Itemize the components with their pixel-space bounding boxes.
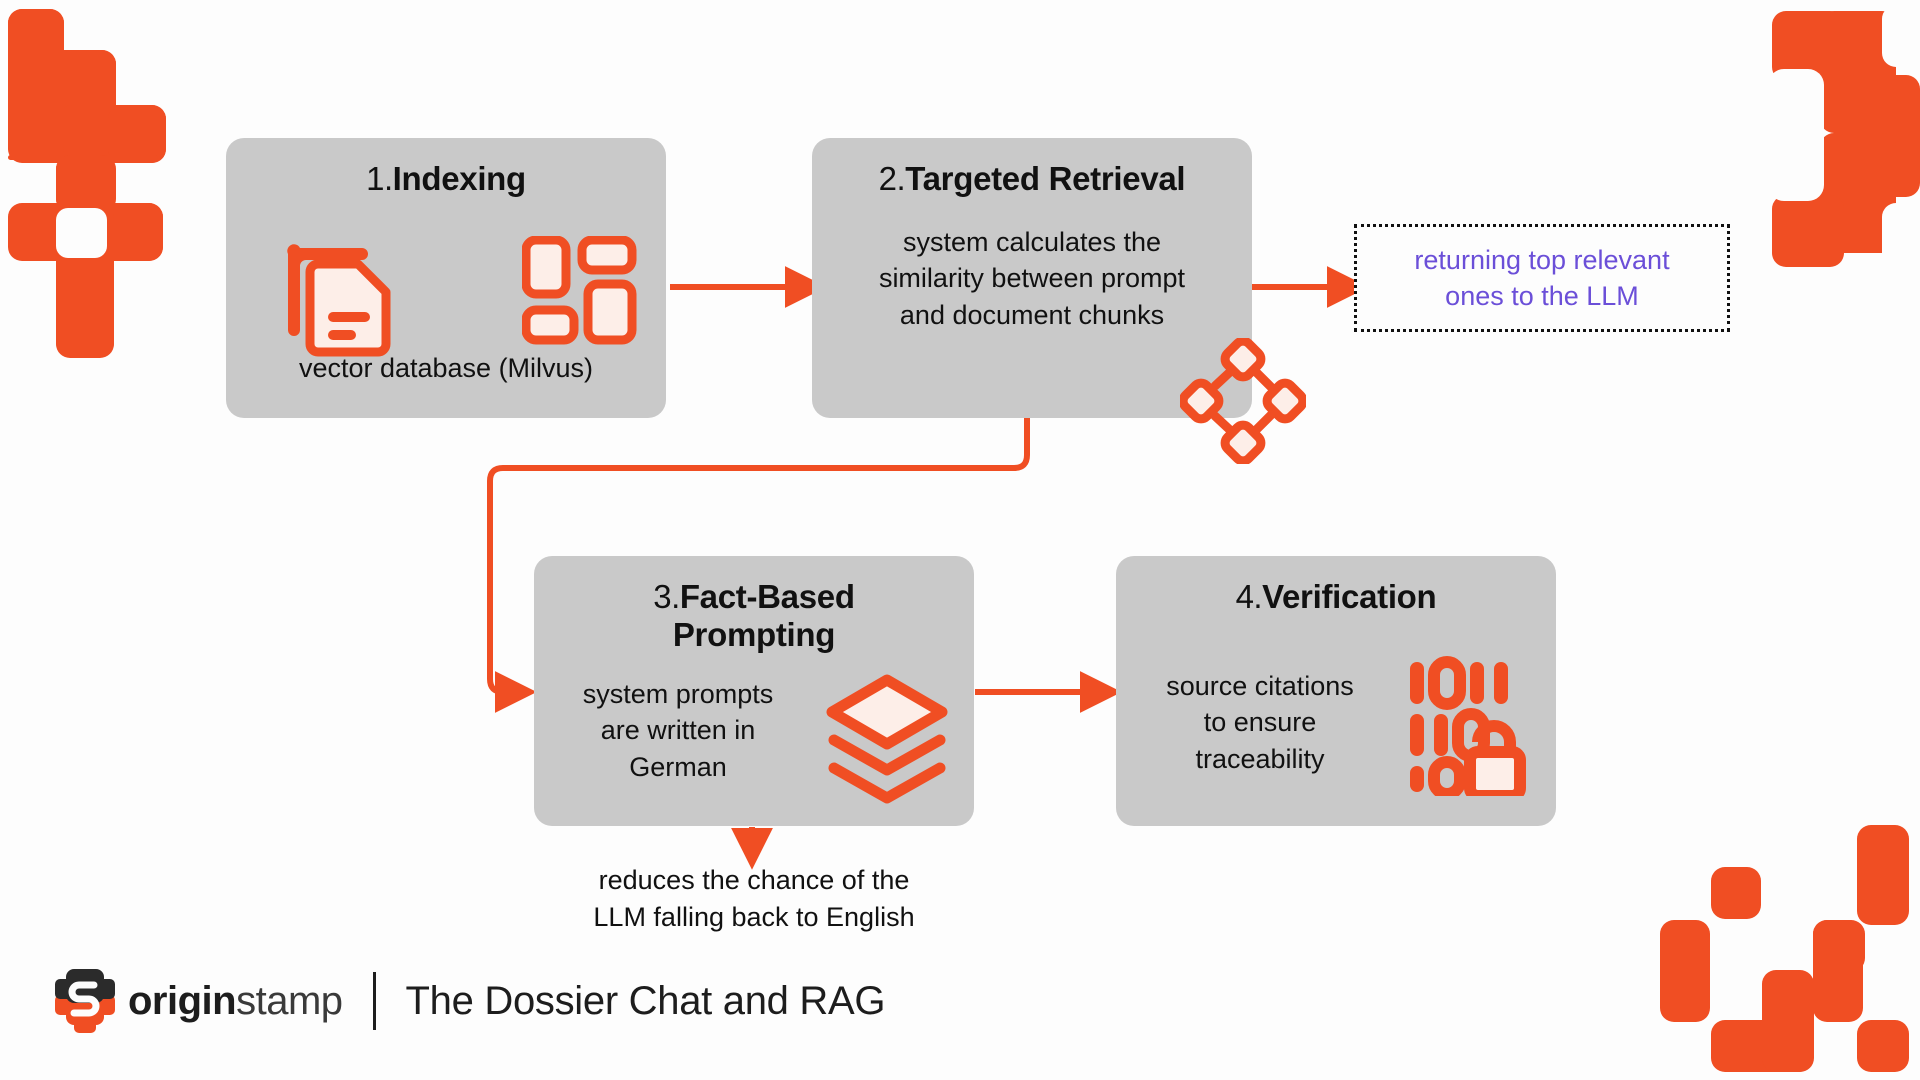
step-3-heading: 3.Fact-Based Prompting [554,578,954,654]
step-card-3[interactable]: 3.Fact-Based Prompting system prompts ar… [534,556,974,826]
step-4-title: Verification [1262,578,1437,615]
step-4-number: 4. [1235,578,1263,615]
step-3-title: Fact-Based Prompting [672,578,855,653]
footer-divider [372,972,376,1030]
brand-stamp: stamp [236,978,343,1023]
step-card-1[interactable]: 1.Indexing vector database (Milvus) [226,138,666,418]
network-nodes-icon [1180,338,1306,464]
document-stack-icon [287,244,391,357]
step-3-subtext: system prompts are written in German [582,679,774,782]
chunk-grid-icon [522,236,637,345]
callout-returning-top-relevant: returning top relevant ones to the LLM [1354,224,1730,332]
step-2-number: 2. [878,160,906,197]
step-4-heading: 4.Verification [1116,578,1556,616]
binary-lock-icon [1410,656,1526,796]
step-1-heading: 1.Indexing [226,160,666,198]
decor-top-left [0,0,200,380]
step-2-subtext: system calculates the similarity between… [878,227,1186,330]
step-1-number: 1. [366,160,393,197]
footer-title: The Dossier Chat and RAG [405,978,886,1023]
step-1-title: Indexing [392,160,527,197]
step-2-heading: 2.Targeted Retrieval [812,160,1252,198]
footer-bar: originstamp The Dossier Chat and RAG [52,965,886,1037]
arrow-step2-step3 [487,415,1030,713]
caption-under-step3: reduces the chance of the LLM falling ba… [593,865,915,933]
layers-stack-icon [826,674,948,804]
step-1-subtext: vector database (Milvus) [298,353,594,383]
callout-text: returning top relevant ones to the LLM [1414,244,1670,311]
originstamp-logo-icon [55,969,115,1033]
step-4-subtext: source citations to ensure traceability [1166,671,1354,774]
decor-top-right [1768,5,1920,283]
decor-bottom-right [1635,825,1920,1080]
step-card-4[interactable]: 4.Verification source citations to ensur… [1116,556,1556,826]
brand-wordmark: originstamp [128,979,343,1024]
brand-origin: origin [128,978,237,1023]
step-card-2[interactable]: 2.Targeted Retrieval system calculates t… [812,138,1252,418]
step-2-title: Targeted Retrieval [905,160,1186,197]
step-3-number: 3. [653,578,680,615]
